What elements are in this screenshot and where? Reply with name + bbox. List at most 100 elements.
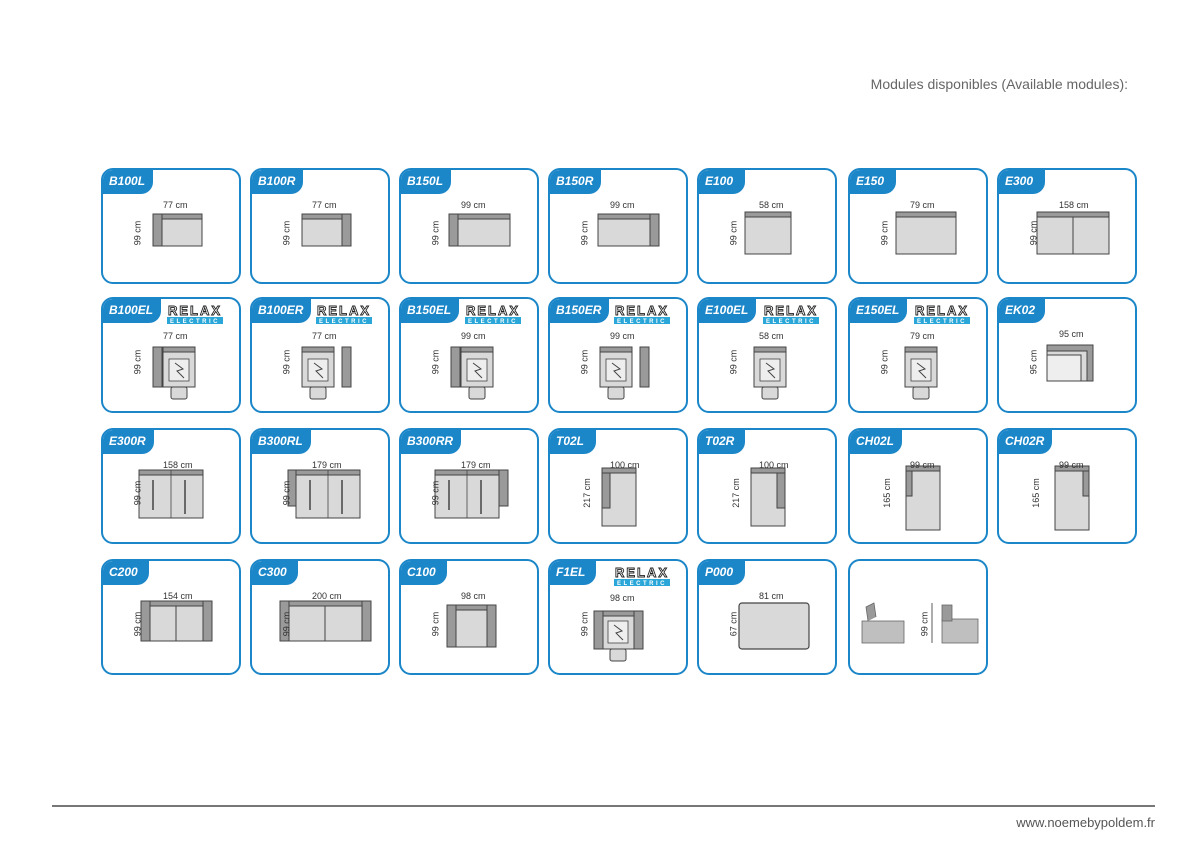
module-code: EK02 (999, 299, 1045, 323)
width-dimension: 98 cm (461, 591, 486, 601)
module-code: B100R (252, 170, 304, 194)
height-dimension: 99 cm (281, 349, 292, 375)
module-diagram (601, 467, 637, 527)
svg-text:RELAX: RELAX (615, 566, 669, 580)
svg-text:ELECTRIC: ELECTRIC (617, 319, 667, 325)
module-code: B100L (103, 170, 154, 194)
module-code: B150ER (550, 299, 610, 323)
svg-text:ELECTRIC: ELECTRIC (917, 319, 967, 325)
module-code: E150EL (850, 299, 908, 323)
height-dimension: 99 cm (281, 480, 292, 506)
footer-url: www.noemebypoldem.fr (1016, 815, 1155, 830)
height-dimension: 99 cm (132, 349, 143, 375)
module-card: B100L 77 cm 99 cm (101, 168, 241, 284)
module-diagram (904, 346, 938, 400)
width-dimension: 99 cm (610, 200, 635, 210)
module-diagram (446, 604, 497, 648)
module-diagram (152, 346, 196, 400)
module-code: F1EL (550, 561, 596, 585)
module-diagram (434, 469, 509, 519)
module-code: B150R (550, 170, 602, 194)
module-diagram (905, 465, 941, 531)
height-dimension: 99 cm (430, 480, 441, 506)
height-dimension: 99 cm (579, 349, 590, 375)
module-diagram (448, 213, 511, 247)
footer-divider (52, 805, 1155, 807)
module-code: E100 (699, 170, 745, 194)
width-dimension: 158 cm (163, 460, 193, 470)
height-dimension: 99 cm (728, 220, 739, 246)
width-dimension: 100 cm (759, 460, 789, 470)
module-diagram (744, 211, 792, 255)
module-code: C300 (252, 561, 298, 585)
module-code: B150L (401, 170, 452, 194)
module-diagram (599, 346, 650, 400)
module-code: B300RL (252, 430, 311, 454)
width-dimension: 77 cm (312, 200, 337, 210)
width-dimension: 77 cm (163, 200, 188, 210)
width-dimension: 58 cm (759, 331, 784, 341)
height-dimension: 99 cm (1028, 220, 1039, 246)
height-dimension: 99 cm (132, 611, 143, 637)
height-dimension: 99 cm (919, 611, 930, 637)
width-dimension: 99 cm (610, 331, 635, 341)
width-dimension: 179 cm (461, 460, 491, 470)
module-code: C200 (103, 561, 149, 585)
svg-text:ELECTRIC: ELECTRIC (170, 319, 220, 325)
height-dimension: 99 cm (430, 349, 441, 375)
module-diagram (593, 610, 644, 662)
width-dimension: 179 cm (312, 460, 342, 470)
svg-text:ELECTRIC: ELECTRIC (617, 581, 667, 587)
height-dimension: 165 cm (881, 478, 892, 508)
height-dimension: 99 cm (879, 220, 890, 246)
height-dimension: 99 cm (879, 349, 890, 375)
svg-text:ELECTRIC: ELECTRIC (468, 319, 518, 325)
svg-text:RELAX: RELAX (466, 304, 520, 318)
module-card: 99 cm (848, 559, 988, 675)
width-dimension: 98 cm (610, 593, 635, 603)
width-dimension: 77 cm (163, 331, 188, 341)
module-diagram (140, 600, 213, 642)
module-diagram (450, 346, 494, 400)
module-code: P000 (699, 561, 745, 585)
module-diagram (1046, 344, 1094, 382)
width-dimension: 99 cm (910, 460, 935, 470)
svg-text:RELAX: RELAX (764, 304, 818, 318)
module-code: B100ER (252, 299, 312, 323)
width-dimension: 200 cm (312, 591, 342, 601)
svg-text:RELAX: RELAX (615, 304, 669, 318)
module-code: B100EL (103, 299, 162, 323)
height-dimension: 99 cm (132, 220, 143, 246)
module-diagram (1054, 465, 1090, 531)
width-dimension: 95 cm (1059, 329, 1084, 339)
svg-text:ELECTRIC: ELECTRIC (319, 319, 369, 325)
module-diagram (738, 602, 810, 650)
height-dimension: 99 cm (132, 480, 143, 506)
width-dimension: 99 cm (461, 200, 486, 210)
